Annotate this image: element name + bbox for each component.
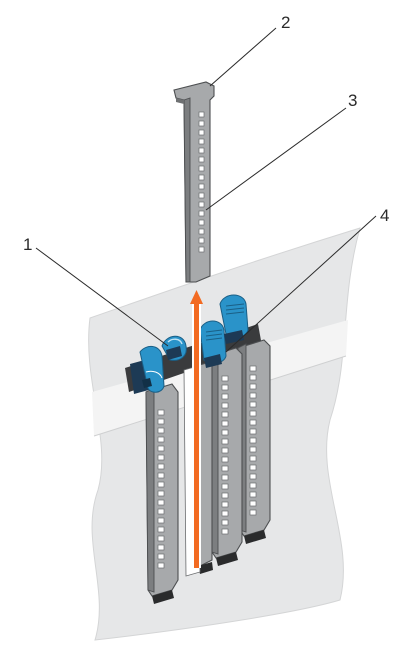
vent-slot <box>249 428 257 435</box>
callout-2: 2 <box>281 13 290 32</box>
callout-leader-2 <box>209 27 277 87</box>
vent-slot <box>221 447 229 454</box>
vent-slot <box>198 138 205 145</box>
vent-slot <box>249 446 257 453</box>
vent-slot <box>198 210 205 217</box>
installed-bracket-1 <box>145 383 179 604</box>
vent-slot <box>157 409 165 416</box>
vent-slot <box>198 192 205 199</box>
vent-slot <box>249 401 257 408</box>
vent-slot <box>221 456 229 463</box>
vent-slot <box>157 517 165 524</box>
expansion-card-latch-icon <box>130 346 165 394</box>
removal-arrow-icon <box>190 290 203 568</box>
vent-slot <box>198 246 205 253</box>
vent-slot <box>198 129 205 136</box>
vent-slot <box>198 237 205 244</box>
vent-slot <box>221 402 229 409</box>
vent-slot <box>157 454 165 461</box>
vent-slot <box>221 510 229 517</box>
bracket-vents <box>157 365 257 569</box>
vent-slot <box>249 500 257 507</box>
vent-slot <box>157 436 165 443</box>
vent-slot <box>157 553 165 560</box>
vent-slot <box>249 491 257 498</box>
vent-slot <box>157 463 165 470</box>
vent-slot <box>157 562 165 569</box>
vent-slot <box>198 165 205 172</box>
vent-slot <box>221 474 229 481</box>
vent-slot <box>157 499 165 506</box>
vent-slot <box>249 365 257 372</box>
vent-slot <box>221 465 229 472</box>
vent-slot <box>157 481 165 488</box>
vent-slot <box>221 492 229 499</box>
vent-slot <box>249 464 257 471</box>
vent-slot <box>157 418 165 425</box>
vent-slot <box>249 383 257 390</box>
vent-slot <box>221 438 229 445</box>
vent-slot <box>198 120 205 127</box>
vent-slot <box>221 393 229 400</box>
vent-slot <box>249 410 257 417</box>
vent-slot <box>198 228 205 235</box>
vent-slot <box>198 111 205 118</box>
vent-slot <box>249 437 257 444</box>
vent-slot <box>221 483 229 490</box>
vent-slot <box>249 473 257 480</box>
vent-slot <box>198 147 205 154</box>
callout-1: 1 <box>23 235 32 254</box>
vent-slot <box>221 384 229 391</box>
vent-slot <box>249 419 257 426</box>
vent-slot <box>249 392 257 399</box>
filler-bracket-icon <box>173 81 215 283</box>
vent-slot <box>221 411 229 418</box>
callout-4: 4 <box>380 206 389 225</box>
vent-slot <box>198 219 205 226</box>
vent-slot <box>198 183 205 190</box>
vent-slot <box>157 535 165 542</box>
vent-slot <box>198 174 205 181</box>
vent-slot <box>249 455 257 462</box>
vent-slot <box>157 472 165 479</box>
vent-slot <box>221 528 229 535</box>
callout-leader-1 <box>35 247 169 347</box>
vent-slot <box>249 509 257 516</box>
latch-released <box>161 335 187 361</box>
latch-slot-3 <box>199 320 227 368</box>
vent-slot <box>198 156 205 163</box>
vent-slot <box>157 544 165 551</box>
vent-slot <box>249 482 257 489</box>
callout-leader-4 <box>225 215 377 353</box>
vent-slot <box>249 374 257 381</box>
vent-slot <box>157 526 165 533</box>
callout-3: 3 <box>348 91 357 110</box>
vent-slot <box>157 490 165 497</box>
vent-slot <box>157 508 165 515</box>
vent-slot <box>198 201 205 208</box>
vent-slot <box>221 420 229 427</box>
vent-slot <box>221 429 229 436</box>
vent-slot <box>221 375 229 382</box>
callout-leader-3 <box>205 107 347 211</box>
vent-slot <box>157 427 165 434</box>
vent-slot <box>157 445 165 452</box>
vent-slot <box>221 519 229 526</box>
vent-slot <box>221 501 229 508</box>
